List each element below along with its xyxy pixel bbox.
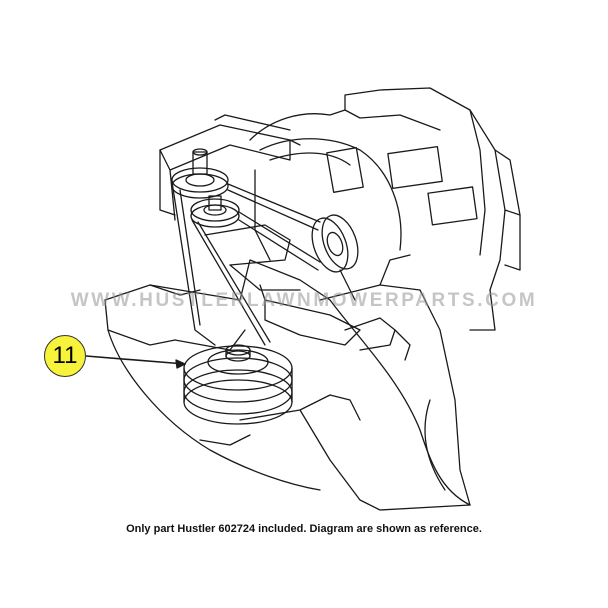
idler-arm xyxy=(259,284,411,361)
deck-housing xyxy=(104,254,471,511)
idler-pulley xyxy=(311,214,359,273)
diagram-caption: Only part Hustler 602724 included. Diagr… xyxy=(126,523,482,535)
part-11-pulley xyxy=(183,344,293,425)
watermark-text: WWW.HUSTLERLAWNMOWERPARTS.COM xyxy=(70,290,538,311)
blower-housing xyxy=(249,87,521,331)
part-callout-11: 11 xyxy=(44,335,86,377)
middle-pulley xyxy=(190,195,240,228)
frame-plate xyxy=(159,114,301,291)
drive-belt xyxy=(171,181,356,346)
callout-leader xyxy=(85,355,186,369)
callout-number: 11 xyxy=(52,342,78,369)
